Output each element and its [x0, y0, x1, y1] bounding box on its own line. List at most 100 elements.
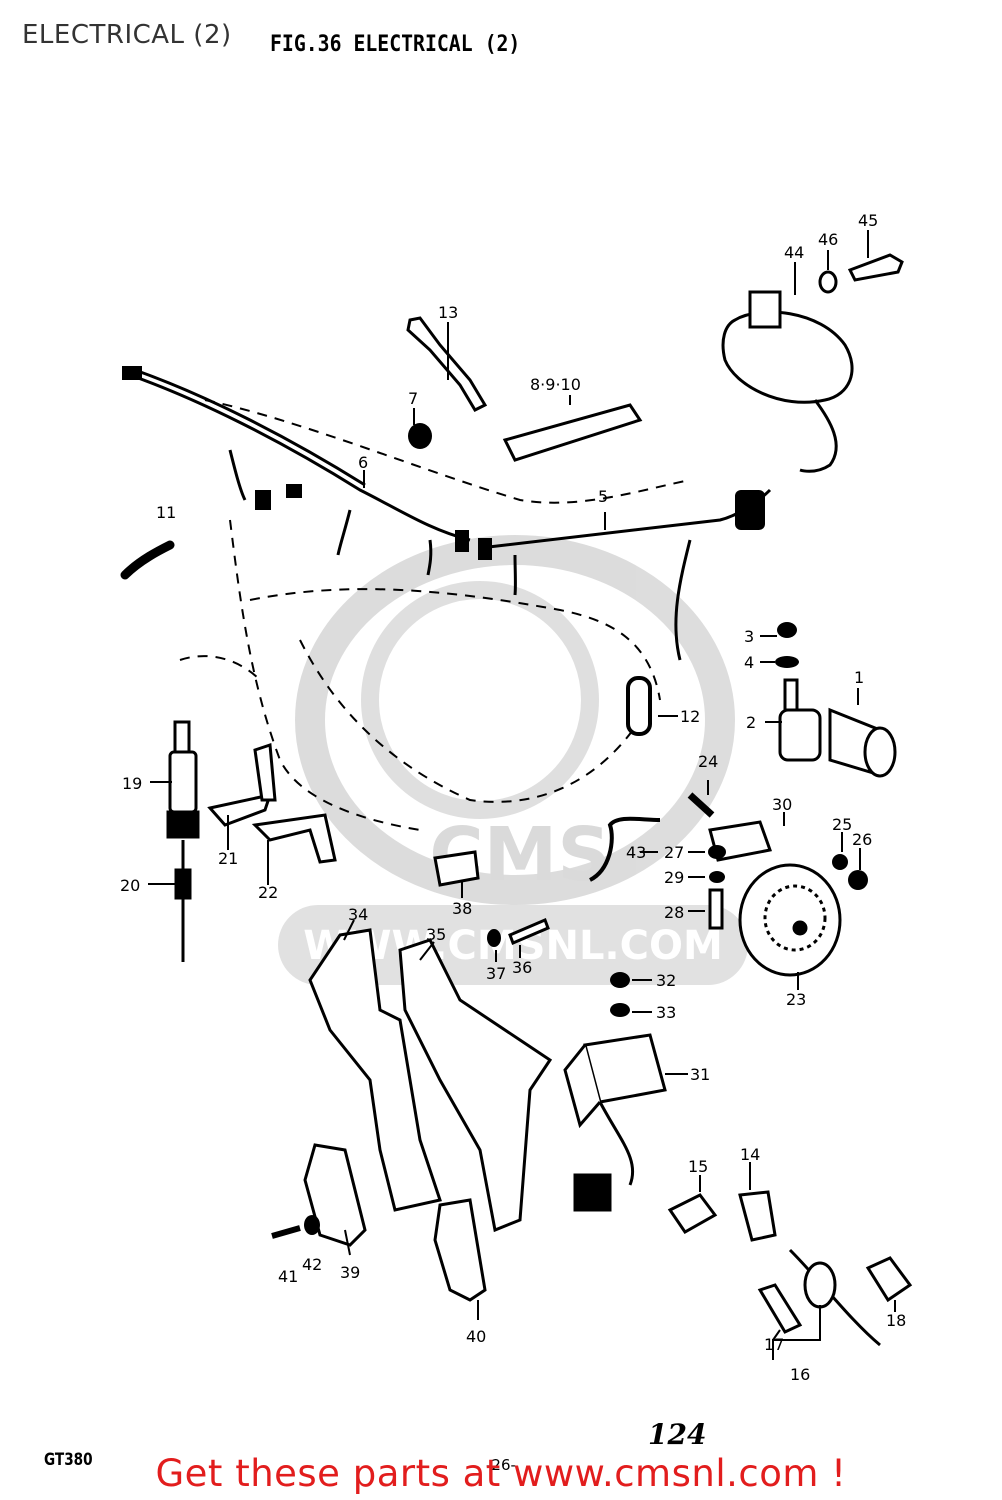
part-22-bracket — [251, 813, 337, 864]
callout-19: 19 — [122, 774, 142, 793]
callout-34: 34 — [348, 905, 368, 924]
part-16-fuse-wire — [788, 1248, 881, 1347]
callout-8-9-10: 8·9·10 — [530, 375, 581, 394]
callout-16: 16 — [790, 1365, 810, 1384]
callout-35: 35 — [426, 925, 446, 944]
part-4-washer — [775, 656, 799, 668]
callout-23: 23 — [786, 990, 806, 1009]
part-13-wire-clamp — [406, 316, 488, 412]
watermark-banner — [278, 905, 748, 985]
part-38-cushion — [433, 850, 480, 887]
watermark-ring — [295, 535, 735, 905]
callout-labels: 1 2 3 4 5 6 7 8·9·10 11 12 13 14 15 16 1… — [120, 211, 906, 1384]
leader-lines — [148, 230, 896, 1360]
callout-41: 41 — [278, 1267, 298, 1286]
part-43-lead-wire — [588, 816, 661, 882]
callout-7: 7 — [408, 389, 418, 408]
model-code: GT380 — [44, 1450, 93, 1470]
callout-4: 4 — [744, 653, 754, 672]
callout-46: 46 — [818, 230, 838, 249]
callout-44: 44 — [784, 243, 804, 262]
part-37-washer — [487, 929, 501, 947]
callout-25: 25 — [832, 815, 852, 834]
part-18-fuse-cap — [865, 1256, 913, 1303]
part-35-bracket-plate — [398, 938, 553, 1233]
part-46-washer — [818, 270, 838, 294]
cmsnl-parts-link[interactable]: Get these parts at www.cmsnl.com ! — [155, 1452, 847, 1495]
part-44-starter-relay — [721, 290, 854, 473]
callout-5: 5 — [598, 487, 608, 506]
part-1-switch — [828, 707, 897, 778]
figure-title: FIG.36 ELECTRICAL (2) — [270, 32, 521, 57]
part-17-fuse — [757, 1283, 803, 1334]
part-34-bracket-plate — [308, 928, 442, 1212]
part-31-voltage-regulator — [563, 1033, 667, 1212]
callout-43: 43 — [626, 843, 646, 862]
part-29-washer — [709, 871, 725, 883]
part-32-nut — [610, 972, 630, 988]
part-19-condenser — [166, 720, 200, 839]
callout-42: 42 — [302, 1255, 322, 1274]
callout-12: 12 — [680, 707, 700, 726]
part-27-washer — [708, 845, 726, 859]
part-25-washer — [832, 854, 848, 870]
coupler-connectors — [122, 366, 765, 560]
callout-21: 21 — [218, 849, 238, 868]
callout-33: 33 — [656, 1003, 676, 1022]
callout-32: 32 — [656, 971, 676, 990]
part-40-cover-plate — [433, 1198, 487, 1302]
part-21-bracket — [207, 792, 273, 827]
callout-11: 11 — [156, 503, 176, 522]
callout-29: 29 — [664, 868, 684, 887]
callout-18: 18 — [886, 1311, 906, 1330]
callout-37: 37 — [486, 964, 506, 983]
part-2-switch-body — [778, 678, 822, 762]
part-23-horn — [738, 863, 842, 977]
callout-31: 31 — [690, 1065, 710, 1084]
callout-6: 6 — [358, 453, 368, 472]
callout-26: 26 — [852, 830, 872, 849]
part-39-cover-plate — [303, 1143, 367, 1247]
callout-24: 24 — [698, 752, 718, 771]
callout-28: 28 — [664, 903, 684, 922]
callout-17: 17 — [764, 1335, 784, 1354]
callout-1: 1 — [854, 668, 864, 687]
part-8-fuse-holder — [502, 403, 643, 462]
callout-30: 30 — [772, 795, 792, 814]
callout-2: 2 — [746, 713, 756, 732]
part-15-clamp — [667, 1193, 718, 1234]
part-7-grommet — [408, 423, 432, 449]
callout-45: 45 — [858, 211, 878, 230]
callout-15: 15 — [688, 1157, 708, 1176]
callout-39: 39 — [340, 1263, 360, 1282]
callout-3: 3 — [744, 627, 754, 646]
page-number: 124 — [648, 1418, 707, 1451]
part-28-bolt — [708, 888, 724, 930]
part-41-screw — [271, 1225, 301, 1239]
part-12-cover — [626, 676, 652, 736]
part-3-screw — [777, 622, 797, 638]
part-36-screw — [508, 918, 550, 945]
page-title: ELECTRICAL (2) — [22, 20, 232, 50]
watermark-face — [361, 581, 599, 819]
callout-14: 14 — [740, 1145, 760, 1164]
part-26-nut — [848, 870, 868, 890]
part-42-washer — [304, 1215, 320, 1235]
part-20-spring — [174, 840, 192, 962]
frame-outline — [179, 399, 691, 831]
part-21-bracket-upright — [253, 742, 277, 802]
callout-40: 40 — [466, 1327, 486, 1346]
part-14-holder — [738, 1190, 777, 1242]
wiring-harness-front — [129, 368, 772, 661]
part-16-fuse-holder — [803, 1261, 837, 1309]
callout-22: 22 — [258, 883, 278, 902]
callout-27: 27 — [664, 843, 684, 862]
part-45-bolt — [847, 253, 904, 282]
callout-36: 36 — [512, 958, 532, 977]
callout-20: 20 — [120, 876, 140, 895]
part-11-lead-wire — [120, 540, 175, 580]
part-24-bolt — [687, 792, 715, 818]
subpage-number: -26- — [486, 1456, 516, 1474]
callout-13: 13 — [438, 303, 458, 322]
